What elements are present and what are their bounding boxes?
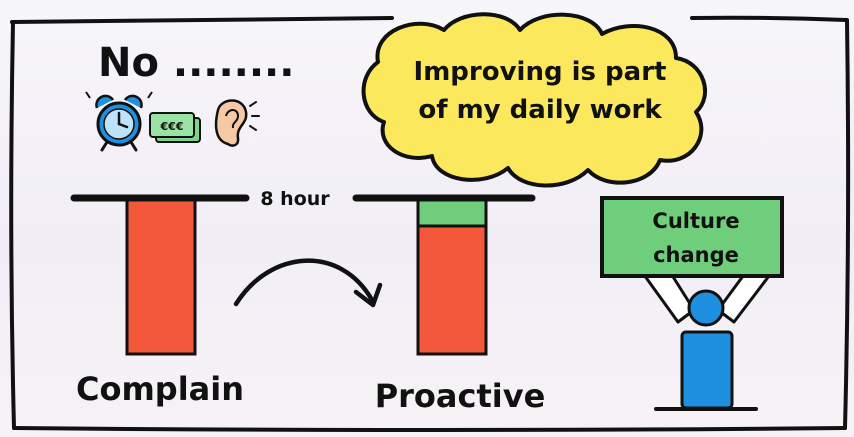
bubble-line-2: of my daily work — [418, 95, 662, 125]
left-arm — [640, 270, 696, 324]
transition-arrow — [233, 258, 383, 308]
page-title: No ........ — [98, 40, 294, 86]
head — [687, 289, 725, 327]
sign-line-1: Culture — [652, 209, 739, 233]
culture-change-figure: Culture change — [600, 196, 784, 411]
complain-bar-group: Complain — [70, 194, 250, 408]
thought-bubble: Improving is part of my daily work — [361, 12, 707, 188]
right-arm — [716, 270, 774, 324]
alarm-clock-icon — [85, 91, 153, 152]
frame-left — [9, 20, 16, 430]
frame-right — [843, 18, 851, 430]
proactive-label: Proactive — [375, 377, 546, 415]
bubble-line-1: Improving is part — [414, 57, 667, 87]
complain-label: Complain — [76, 370, 244, 408]
money-label: €€€ — [160, 120, 184, 133]
culture-change-sign — [600, 196, 784, 278]
body — [680, 330, 734, 410]
frame — [9, 15, 851, 432]
money-icon: €€€ — [149, 112, 201, 143]
frame-top-left — [10, 16, 394, 24]
complain-bar-red — [125, 198, 197, 356]
frame-bottom — [12, 426, 847, 432]
proactive-bar-red — [416, 224, 488, 356]
timeline-label: 8 hour — [260, 188, 330, 210]
ear-icon — [214, 99, 260, 147]
proactive-bar-group: Proactive — [352, 194, 546, 415]
proactive-bar-green — [416, 198, 488, 228]
sign-line-2: change — [653, 243, 739, 267]
frame-top-right — [690, 15, 848, 22]
